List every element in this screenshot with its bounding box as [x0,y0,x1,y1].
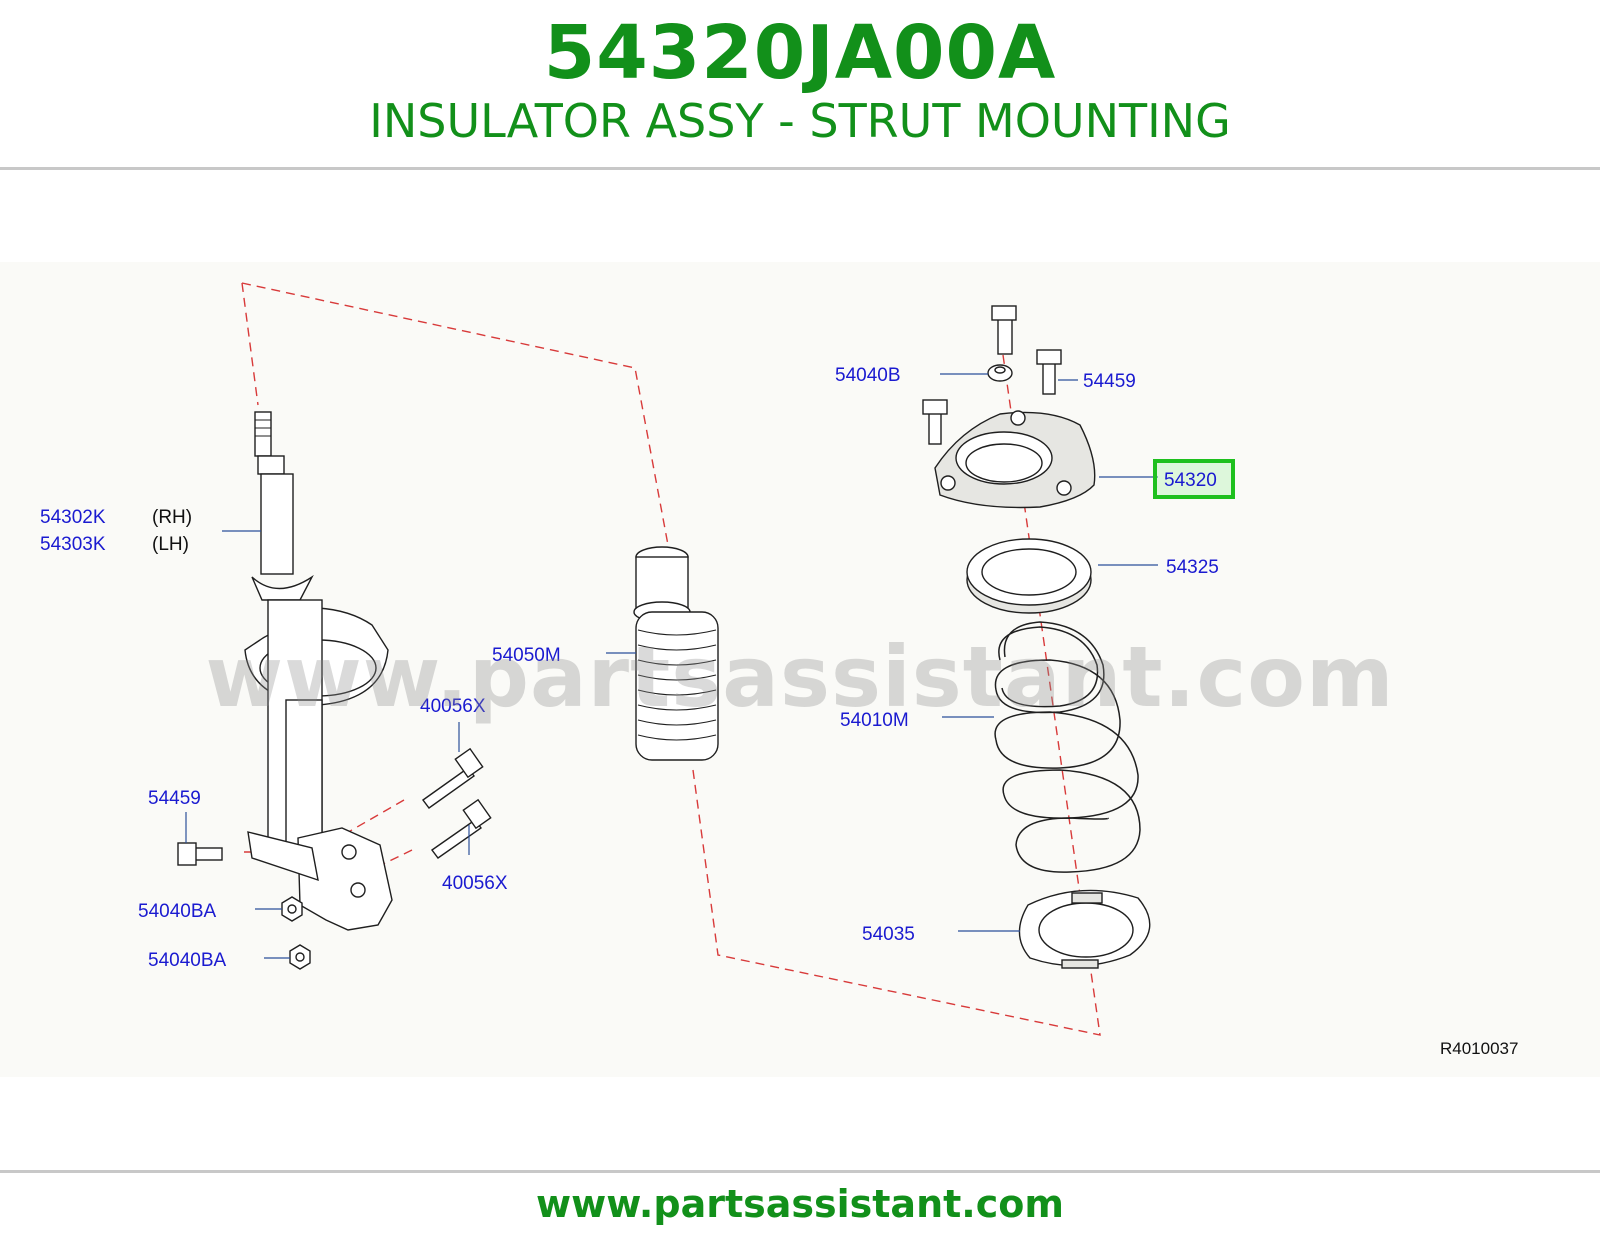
callout-54050m[interactable]: 54050M [492,645,561,666]
nut-54040ba-upper [281,896,303,922]
selected-part-highlight [1153,459,1235,499]
part-number-title: 54320JA00A [543,10,1057,96]
callout-54302k[interactable]: 54302K [40,507,106,528]
bolt-54459-left [177,842,223,866]
nut-54040ba-lower [289,944,311,970]
bolt-40056x-lower [431,798,492,859]
callout-54325[interactable]: 54325 [1166,557,1219,578]
coil-spring-drawing [994,621,1141,873]
bolt-40056x-upper [422,747,484,809]
callout-54010m[interactable]: 54010M [840,710,909,731]
strut-assembly-drawing [244,411,393,931]
callout-54459-left[interactable]: 54459 [148,788,201,809]
callout-leader-lines [185,373,1158,959]
mounting-insulator-drawing [922,305,1096,509]
callout-40056x-upper[interactable]: 40056X [420,696,486,717]
diagram-reference-code: R4010037 [1440,1039,1518,1058]
callout-54040ba-upper[interactable]: 54040BA [138,901,217,922]
strut-hardware-drawing [177,747,492,970]
header: 54320JA00A INSULATOR ASSY - STRUT MOUNTI… [0,0,1600,168]
bound-bumper-drawing [633,546,719,761]
callout-54035[interactable]: 54035 [862,924,915,945]
top-bolts [922,305,1062,445]
callout-54459-right[interactable]: 54459 [1083,371,1136,392]
callout-labels: 54302K (RH) 54303K (LH) 40056X 54459 400… [40,365,1518,1058]
bearing-drawing [966,538,1092,614]
label-lh: (LH) [152,534,189,555]
spring-seat-drawing [1018,889,1151,969]
callout-54040b[interactable]: 54040B [835,365,901,386]
header-divider [0,167,1600,170]
callout-54320[interactable]: 54320 [1164,470,1217,491]
callout-54303k[interactable]: 54303K [40,534,106,555]
label-rh: (RH) [152,507,192,528]
footer-divider [0,1170,1600,1173]
callout-54040ba-lower[interactable]: 54040BA [148,950,227,971]
callout-40056x-lower[interactable]: 40056X [442,873,508,894]
footer-url-link[interactable]: www.partsassistant.com [536,1182,1064,1226]
part-name-subtitle: INSULATOR ASSY - STRUT MOUNTING [369,94,1231,148]
